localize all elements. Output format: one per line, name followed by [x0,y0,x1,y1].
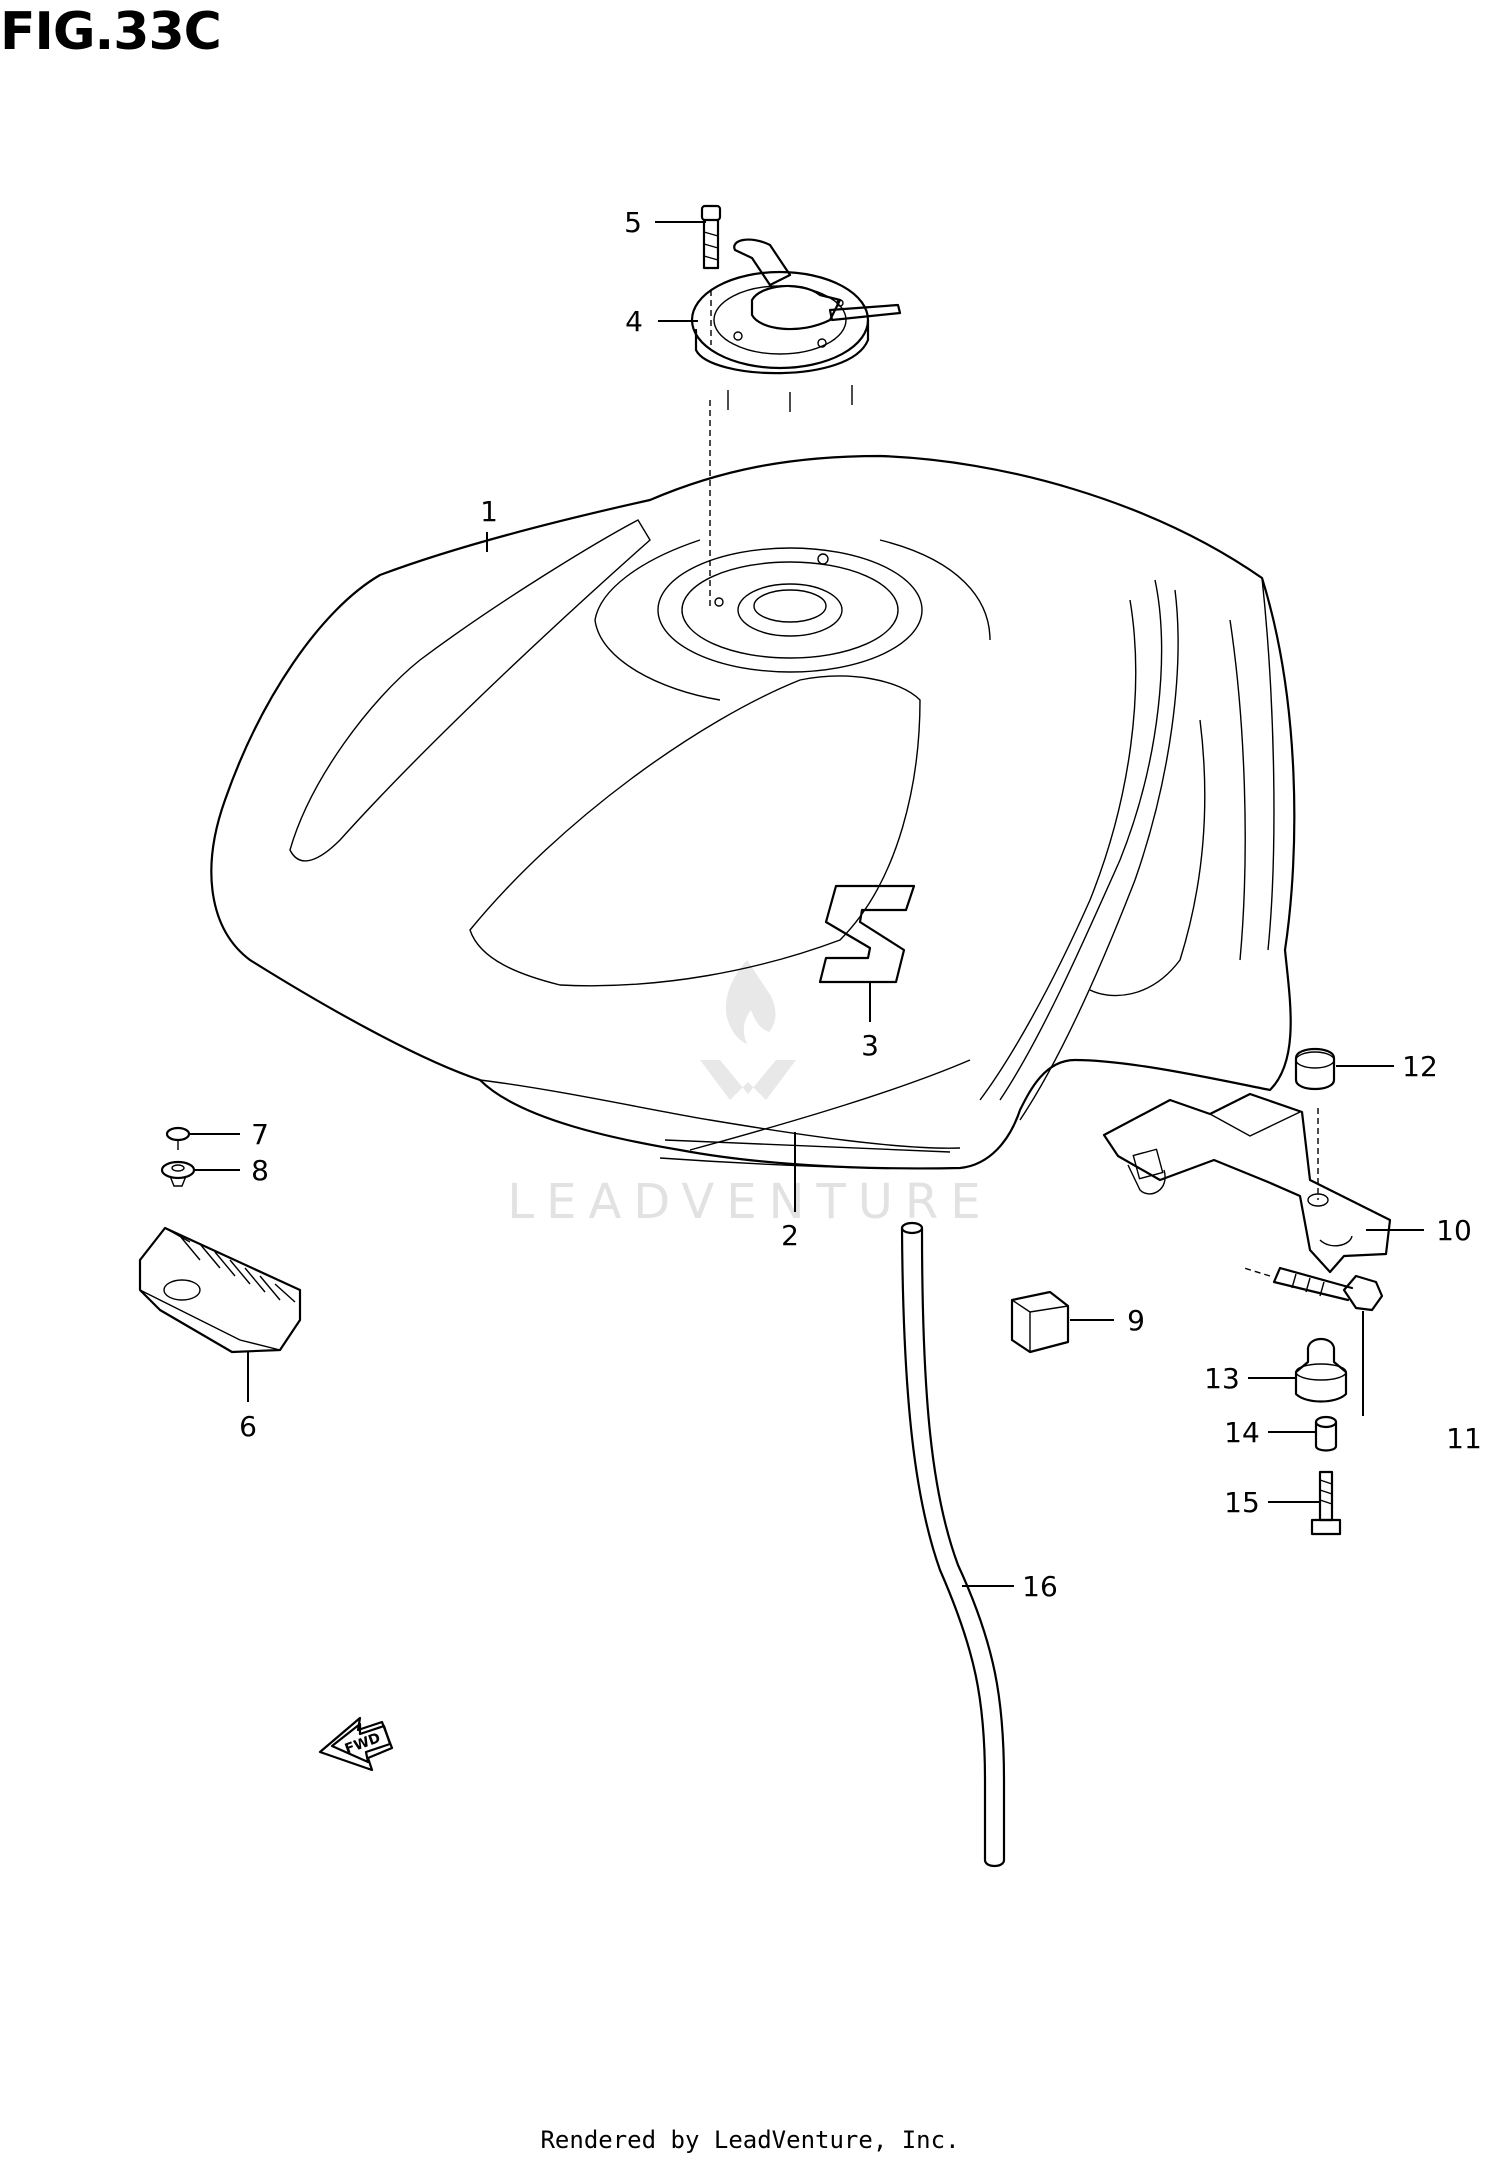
screw-7 [165,1126,191,1150]
callout-7: 7 [251,1118,269,1151]
grommet-13 [1294,1337,1348,1403]
callout-2: 2 [781,1219,799,1252]
callout-13: 13 [1204,1362,1240,1395]
callout-6: 6 [239,1410,257,1443]
bolt-11 [1243,1266,1384,1312]
callout-12: 12 [1402,1050,1438,1083]
nut-12 [1294,1047,1336,1091]
tank-emblem [818,884,916,984]
drain-hose [900,1221,1006,1868]
callout-10: 10 [1436,1214,1472,1247]
tank-bracket [1102,1092,1392,1274]
callout-15: 15 [1224,1486,1260,1519]
callout-14: 14 [1224,1416,1260,1449]
cushion-9 [1010,1290,1070,1354]
callout-labels: 1 2 3 4 5 6 7 8 9 10 11 12 13 14 15 16 [239,206,1482,1603]
washer-8 [160,1160,196,1187]
figure-title: FIG.33C [0,2,222,62]
callout-1: 1 [480,495,498,528]
rubber-damper [138,1226,302,1354]
callout-11: 11 [1446,1422,1482,1455]
footer-credit: Rendered by LeadVenture, Inc. [540,2126,960,2154]
fuel-tank [210,454,1296,1170]
watermark: LEADVENTURE [507,960,992,1230]
watermark-text: LEADVENTURE [507,1174,992,1230]
callout-3: 3 [861,1029,879,1062]
callout-16: 16 [1022,1570,1058,1603]
callout-5: 5 [624,206,642,239]
callout-8: 8 [251,1154,269,1187]
collar-14 [1314,1415,1338,1452]
screw-5 [700,204,722,345]
callout-4: 4 [625,305,643,338]
fuel-cap [690,238,902,412]
fwd-arrow-icon: FWD [318,1716,394,1772]
leader-lines [190,221,1424,1587]
bolt-15 [1310,1470,1342,1536]
callout-9: 9 [1127,1304,1145,1337]
